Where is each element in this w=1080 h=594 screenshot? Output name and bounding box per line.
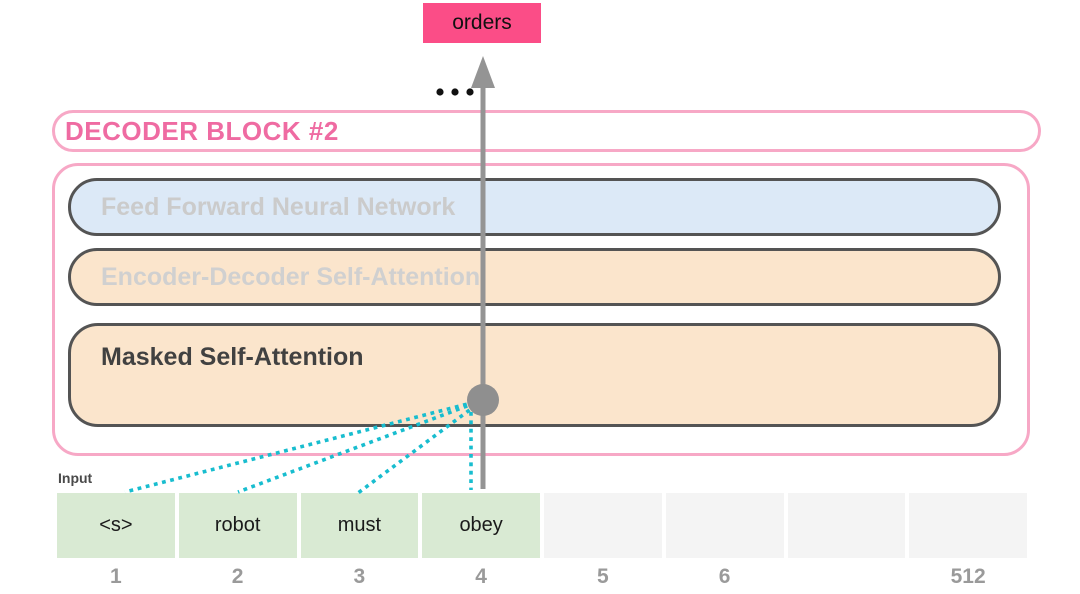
position-label-6: 6 (718, 565, 731, 588)
position-label-7 (788, 564, 906, 590)
layer-masked-self-attention-label: Masked Self-Attention (101, 343, 364, 371)
arrow-up-icon (471, 56, 495, 88)
layer-feed-forward: Feed Forward Neural Network (68, 178, 1001, 236)
position-row: 1 2 3 4 5 6 512 (57, 564, 1027, 590)
decoder-block-label: DECODER BLOCK #2 (65, 115, 339, 146)
output-token-box: orders (423, 3, 541, 43)
token-cell-4: obey (422, 493, 540, 558)
token-cell-8 (909, 493, 1027, 558)
layer-encoder-decoder-attention: Encoder-Decoder Self-Attention (68, 248, 1001, 306)
position-label-1: 1 (110, 565, 122, 588)
position-label-3: 3 (353, 565, 366, 588)
position-label-4: 4 (475, 565, 487, 588)
decoder-block-pill: DECODER BLOCK #2 (52, 110, 1041, 152)
position-label-2: 2 (231, 565, 244, 588)
token-cell-5 (544, 493, 662, 558)
layer-masked-self-attention: Masked Self-Attention (68, 323, 1001, 427)
layer-feed-forward-label: Feed Forward Neural Network (101, 192, 456, 221)
input-token-row: <s> robot must obey (57, 493, 1027, 558)
position-label-5: 5 (597, 565, 609, 588)
token-cell-6 (665, 493, 784, 558)
token-cell-7 (787, 493, 906, 558)
token-cell-1: <s> (57, 493, 175, 558)
output-token-label: orders (452, 11, 512, 34)
token-cell-2: robot (178, 493, 297, 558)
ellipsis-icon (436, 88, 474, 96)
input-label: Input (58, 470, 93, 486)
token-cell-3: must (300, 493, 419, 558)
position-label-8: 512 (950, 565, 986, 588)
layer-encoder-decoder-attention-label: Encoder-Decoder Self-Attention (101, 262, 481, 291)
